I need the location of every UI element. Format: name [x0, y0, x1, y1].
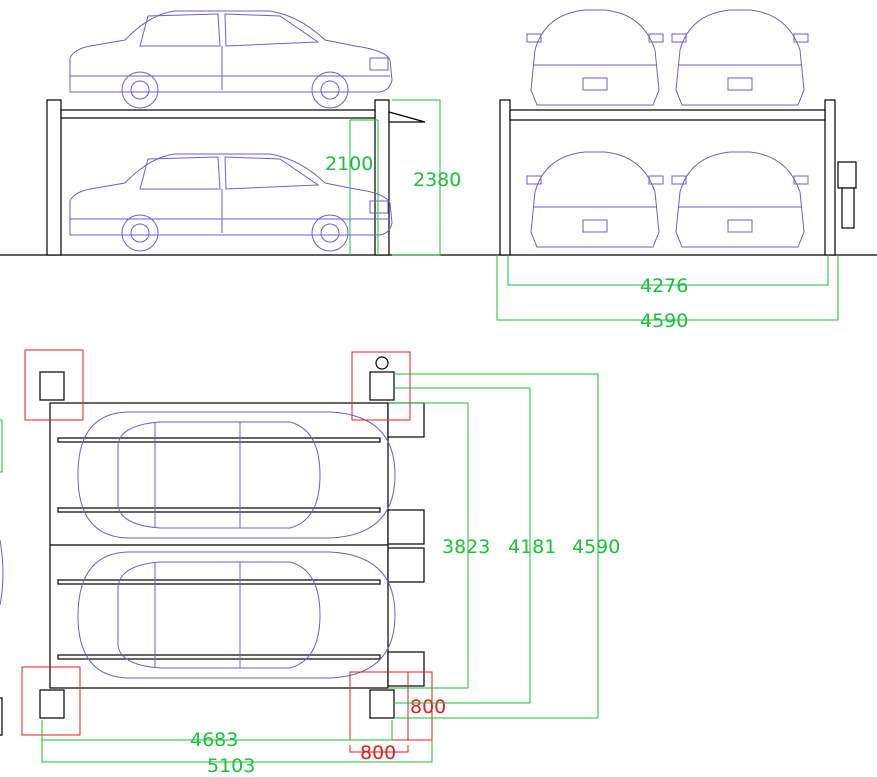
front-view: 4276 4590 [480, 9, 877, 332]
front-post-left [499, 99, 511, 256]
dim-4590-top-label: 4590 [572, 536, 620, 558]
top-car-upper [77, 411, 396, 539]
side-car-lower [69, 153, 393, 252]
dim-800-bottom-lines [349, 745, 409, 753]
dim-2100-lines [349, 119, 379, 255]
side-platform [60, 109, 376, 119]
post-marker-br-ext [407, 671, 433, 741]
dim-5103-lines [41, 740, 433, 763]
dim-3823-lines [388, 402, 469, 689]
dim-800-bottom-label: 800 [360, 742, 396, 764]
edge-fragment-blue [0, 539, 4, 606]
edge-fragment-black [0, 697, 3, 736]
power-unit-tank [841, 187, 855, 229]
power-unit [837, 161, 857, 189]
post-marker-tl [24, 349, 84, 421]
dim-4590-lines [496, 255, 839, 321]
front-car-bottom-right [671, 151, 809, 248]
front-platform [509, 109, 826, 121]
dim-800-right-label: 800 [410, 696, 446, 718]
dim-2380-lines [392, 99, 441, 256]
top-post-bl [39, 689, 65, 719]
side-post-left [46, 99, 62, 256]
front-car-bottom-left [526, 151, 664, 248]
post-marker-tr [351, 351, 411, 421]
dim-4181-lines [394, 387, 531, 704]
side-car-upper [69, 10, 393, 109]
dim-4683-lines [41, 720, 393, 741]
edge-fragment-green [0, 419, 3, 473]
front-car-top-right [671, 9, 809, 106]
dim-4683-label: 4683 [190, 729, 238, 751]
side-view: 2100 2380 [0, 10, 480, 256]
post-marker-bl [21, 666, 81, 736]
top-post-tr [369, 371, 395, 401]
dim-4181-label: 4181 [508, 536, 556, 558]
dim-5103-label: 5103 [207, 755, 255, 777]
dim-4276-label: 4276 [640, 275, 688, 297]
dim-2380-label: 2380 [413, 169, 461, 191]
top-post-tl [39, 371, 65, 401]
top-car-lower [77, 551, 396, 679]
dim-4590-top-lines [394, 373, 599, 719]
top-view: 800 800 3823 4181 4590 4683 5103 [0, 349, 620, 777]
dim-4276-lines [507, 255, 829, 286]
dim-4590-label: 4590 [640, 310, 688, 332]
dim-2100-label: 2100 [325, 153, 373, 175]
dim-3823-label: 3823 [442, 536, 490, 558]
top-power-unit [375, 356, 389, 370]
side-ramp [388, 111, 426, 123]
front-post-right [824, 99, 836, 256]
front-car-top-left [526, 9, 664, 106]
top-post-br [369, 689, 395, 719]
